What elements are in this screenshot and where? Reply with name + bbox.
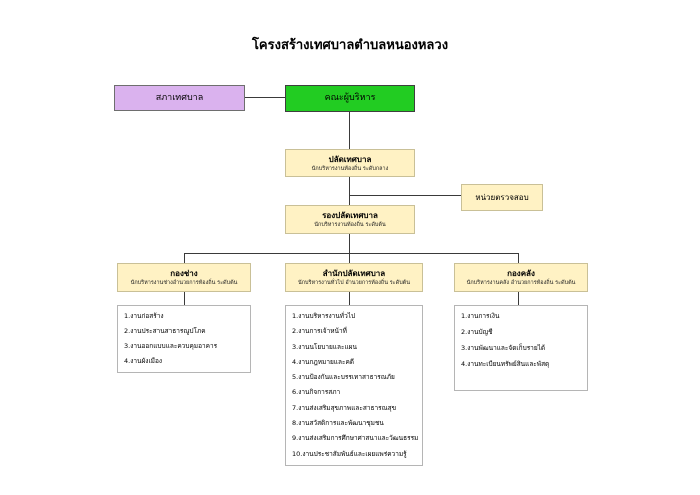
division-name: สำนักปลัดเทศบาล [322,269,386,278]
list-item: 3.งานออกแบบและควบคุมอาคาร [124,342,218,350]
division-name: กองคลัง [507,269,535,278]
division-sub: นักบริหารงานช่างอำนวยการท้องถิ่น ระดับต้… [130,280,238,286]
list-item: 10.งานประชาสัมพันธ์และเผยแพร่ความรู้ [292,449,407,458]
connector-executives-palad [349,112,350,149]
list-item: 2.งานการเจ้าหน้าที่ [292,327,347,336]
list-item: 4.งานผังเมือง [124,357,163,365]
executives-name: คณะผู้บริหาร [324,93,376,103]
deputy-sub: นักบริหารงานท้องถิ่น ระดับต้น [314,222,386,228]
task-list-finance: 1.งานการเงิน 2.งานบัญชี 3.งานพัฒนาและจัด… [454,305,588,391]
palad-box: ปลัดเทศบาล นักบริหารงานท้องถิ่น ระดับกลา… [285,149,415,177]
list-item: 6.งานกิจการสภา [292,388,341,397]
connector-bus-div3 [518,253,519,263]
connector-division-bus [184,253,519,254]
list-item: 2.งานประสานสาธารณูปโภค [124,327,206,335]
connector-deputy-bus [349,234,350,253]
executives-box: คณะผู้บริหาร [285,85,415,112]
connector-palad-deputy [349,177,350,205]
division-sub: นักบริหารงานคลัง อำนวยการท้องถิ่น ระดับต… [466,280,576,286]
list-item: 1.งานบริหารงานทั่วไป [292,312,356,320]
division-box-palad-office: สำนักปลัดเทศบาล นักบริหารงานทั่วไป อำนวย… [285,263,423,292]
list-item: 5.งานป้องกันและบรรเทาสาธารณภัย [292,373,395,382]
list-item: 4.งานกฎหมายและคดี [292,357,355,366]
division-name: กองช่าง [170,269,198,278]
connector-div3-list [518,292,519,305]
connector-div1-list [184,292,185,305]
list-item: 7.งานส่งเสริมสุขภาพและสาธารณสุข [292,403,397,412]
list-item: 9.งานส่งเสริมการศึกษาศาสนาและวัฒนธรรม [292,434,419,443]
connector-bus-div1 [184,253,185,263]
council-box: สภาเทศบาล [114,85,245,111]
connector-div2-list [349,292,350,305]
palad-sub: นักบริหารงานท้องถิ่น ระดับกลาง [311,165,389,172]
council-name: สภาเทศบาล [155,92,204,103]
deputy-box: รองปลัดเทศบาล นักบริหารงานท้องถิ่น ระดับ… [285,205,415,234]
task-list-engineering: 1.งานก่อสร้าง 2.งานประสานสาธารณูปโภค 3.ง… [117,305,251,373]
division-sub: นักบริหารงานทั่วไป อำนวยการท้องถิ่น ระดั… [297,280,411,286]
audit-name: หน่วยตรวจสอบ [475,193,529,202]
list-item: 4.งานทะเบียนทรัพย์สินและพัสดุ [461,360,550,368]
connector-council-executives [244,97,286,98]
list-item: 1.งานการเงิน [461,312,500,320]
list-item: 1.งานก่อสร้าง [124,312,164,320]
list-item: 3.งานพัฒนาและจัดเก็บรายได้ [461,344,546,352]
list-item: 3.งานนโยบายและแผน [292,342,357,351]
division-box-engineering: กองช่าง นักบริหารงานช่างอำนวยการท้องถิ่น… [117,263,251,292]
palad-name: ปลัดเทศบาล [328,154,372,164]
connector-audit [349,195,461,196]
connector-bus-div2 [349,253,350,263]
list-item: 8.งานสวัสดิการและพัฒนาชุมชน [292,419,384,428]
division-box-finance: กองคลัง นักบริหารงานคลัง อำนวยการท้องถิ่… [454,263,588,292]
task-list-palad-office: 1.งานบริหารงานทั่วไป 2.งานการเจ้าหน้าที่… [285,305,423,466]
list-item: 2.งานบัญชี [461,328,493,336]
chart-title: โครงสร้างเทศบาลตำบลหนองหลวง [251,38,449,53]
deputy-name: รองปลัดเทศบาล [322,211,378,220]
audit-box: หน่วยตรวจสอบ [461,184,543,211]
